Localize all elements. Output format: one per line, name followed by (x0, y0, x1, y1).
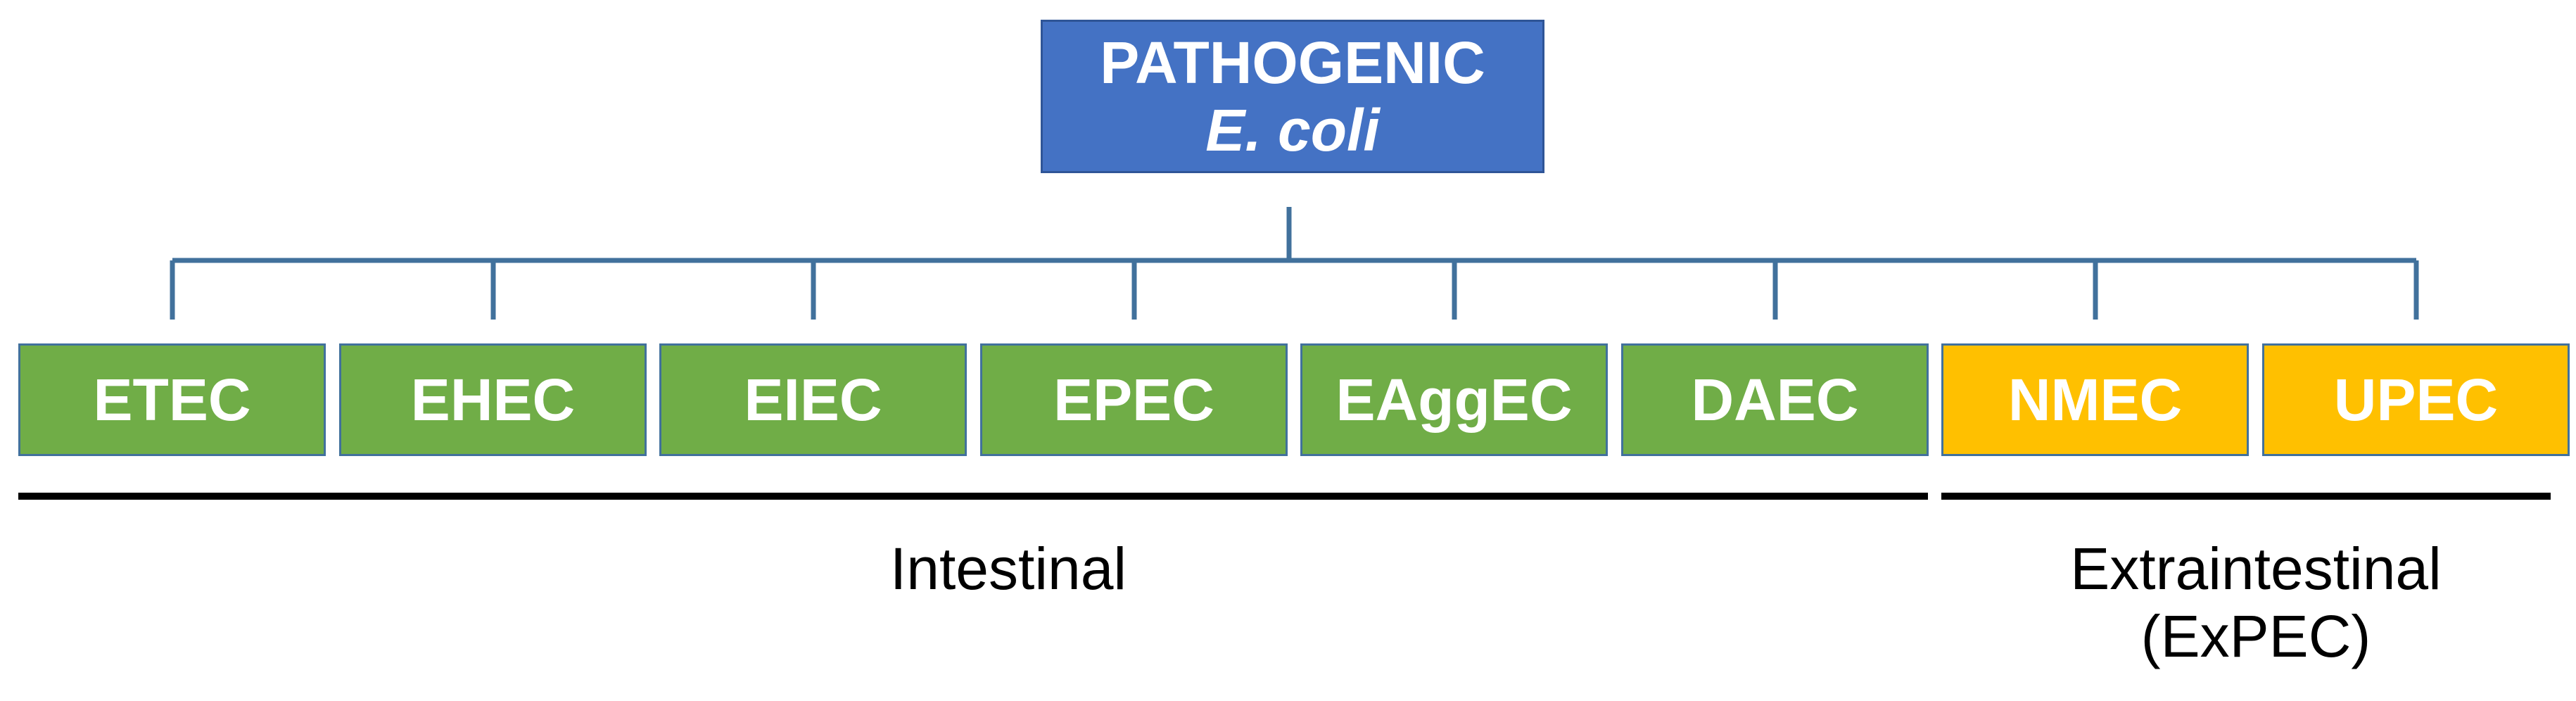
node-daec: DAEC (1621, 343, 1929, 456)
node-eiec: EIEC (659, 343, 967, 456)
extraintestinal-label: Extraintestinal (ExPEC) (1974, 535, 2537, 670)
node-ehec: EHEC (339, 343, 647, 456)
node-etec: ETEC (18, 343, 326, 456)
node-nmec: NMEC (1941, 343, 2249, 456)
extraintestinal-label-line1: Extraintestinal (2070, 536, 2442, 602)
root-subtitle: E. coli (1205, 97, 1380, 163)
intestinal-label: Intestinal (889, 536, 1127, 602)
node-eaggec: EAggEC (1300, 343, 1608, 456)
node-upec: UPEC (2262, 343, 2570, 456)
intestinal-group-bar (18, 493, 1928, 500)
node-epec: EPEC (980, 343, 1288, 456)
root-title: PATHOGENIC (1100, 30, 1485, 96)
extraintestinal-group-bar (1941, 493, 2551, 500)
extraintestinal-label-line2: (ExPEC) (2140, 603, 2371, 669)
root-node-pathogenic-ecoli: PATHOGENIC E. coli (1041, 20, 1544, 173)
